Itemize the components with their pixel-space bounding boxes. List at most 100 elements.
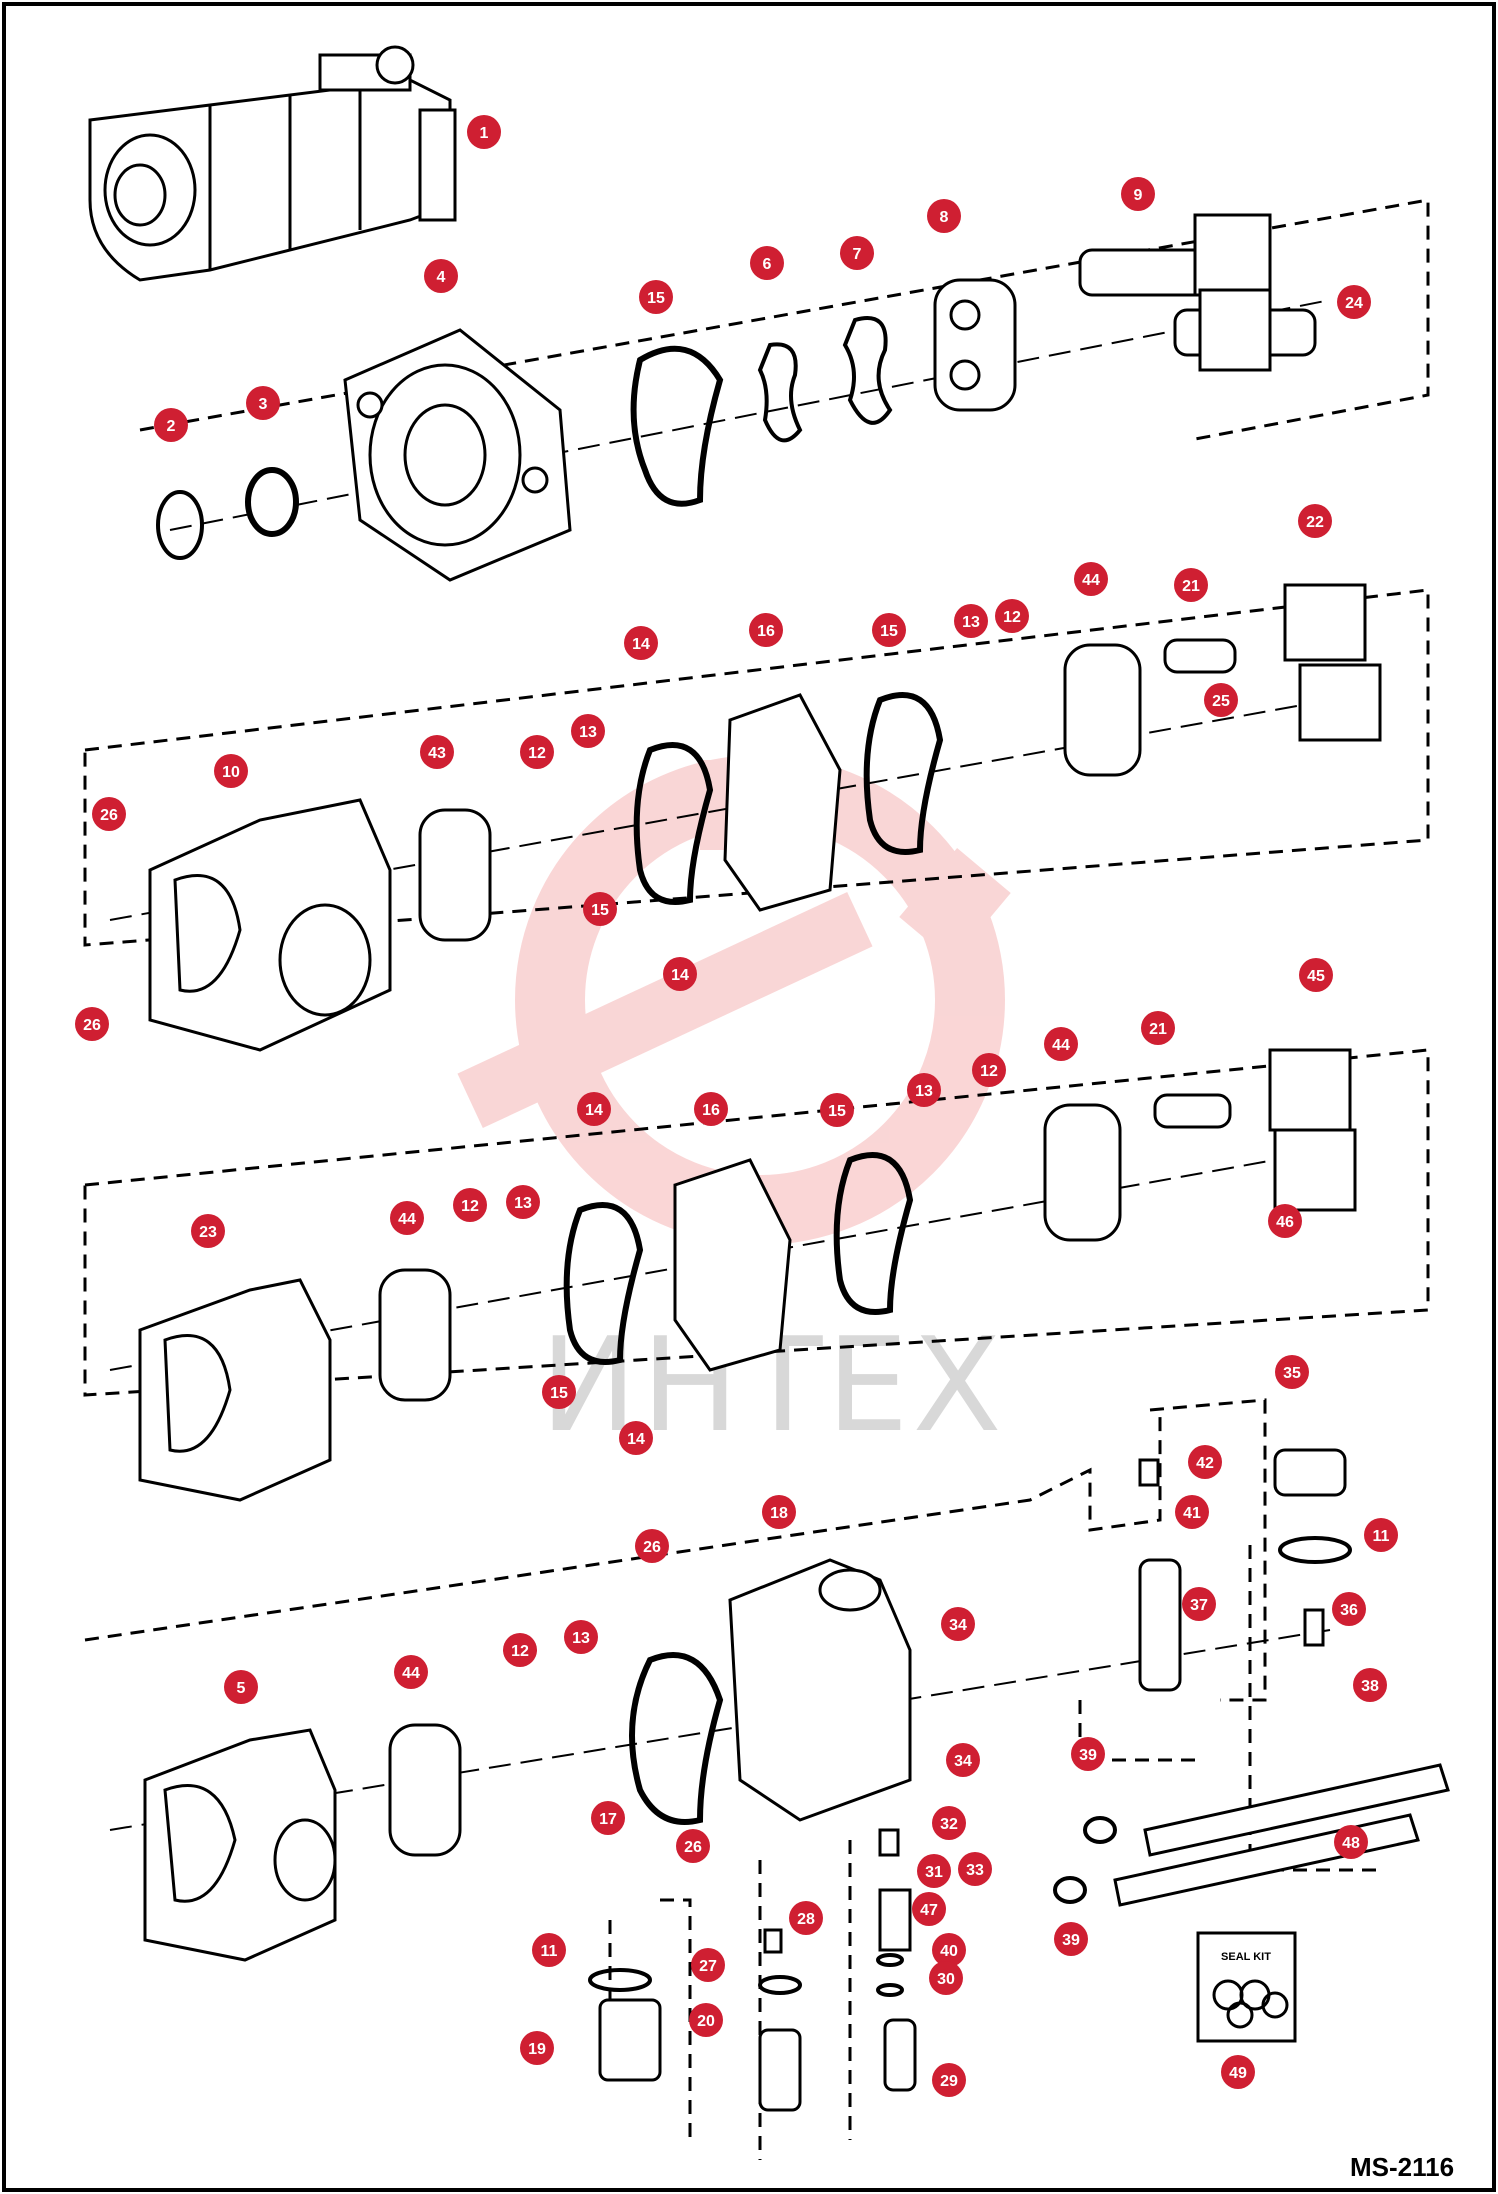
callout-badge: 30 [929,1961,963,1995]
relief-valve-parts-drawing [598,1448,1347,2112]
callout-badge: 20 [689,2003,723,2037]
callout-number: 31 [925,1864,943,1881]
callout-number: 14 [585,1102,603,1119]
callout-badge-circle [467,115,501,149]
callout-badge: 12 [995,599,1029,633]
callout-badge-circle [520,2031,554,2065]
callout-badge: 13 [954,604,988,638]
callout-badge: 1 [467,115,501,149]
callout-number: 22 [1306,514,1324,531]
callout-badge: 3 [246,386,280,420]
callout-number: 10 [222,764,240,781]
callout-badge-circle [542,1375,576,1409]
callout-badge-circle [995,599,1029,633]
callout-badge: 49 [1221,2055,1255,2089]
callout-badge: 14 [577,1092,611,1126]
callout-badge: 21 [1141,1011,1175,1045]
callout-badge-circle [1174,568,1208,602]
drawing-code: MS-2116 [1350,2152,1454,2182]
callout-number: 30 [937,1971,955,1988]
callout-number: 44 [398,1211,416,1228]
callout-number: 41 [1183,1505,1201,1522]
callout-badge: 4 [424,259,458,293]
callout-badge: 7 [840,236,874,270]
callout-number: 21 [1182,578,1200,595]
callout-badge-circle [1268,1204,1302,1238]
callout-number: 39 [1062,1932,1080,1949]
callout-badge: 12 [520,735,554,769]
callout-number: 26 [643,1539,661,1556]
callout-number: 23 [199,1224,217,1241]
callout-badge-circle [92,797,126,831]
callout-badge: 43 [420,735,454,769]
callout-badge: 34 [941,1607,975,1641]
callout-number: 12 [511,1643,529,1660]
callout-number: 11 [1373,1528,1390,1545]
middle-gaskets-drawing [563,692,944,1825]
callout-number: 13 [572,1630,590,1647]
callout-badge-circle [591,1801,625,1835]
callout-badge-circle [907,1073,941,1107]
callout-badge-circle [927,199,961,233]
callout-number: 26 [100,807,118,824]
drive-gear-drawing [1078,213,1317,372]
callout-badge: 14 [624,626,658,660]
callout-badge: 12 [453,1188,487,1222]
callout-badge-circle [564,1620,598,1654]
callout-badge: 32 [932,1806,966,1840]
callout-badge: 11 [532,1933,566,1967]
callout-badge: 13 [564,1620,598,1654]
callout-badge: 39 [1071,1737,1105,1771]
callout-number: 43 [428,745,446,762]
callout-badge-circle [932,2063,966,2097]
callout-number: 34 [949,1617,967,1634]
pump-body-second-drawing [138,1278,332,1502]
callout-number: 1 [480,125,489,142]
callout-badge: 13 [907,1073,941,1107]
callout-badge-circle [1054,1922,1088,1956]
callout-number: 18 [770,1505,788,1522]
callout-badge: 9 [1121,177,1155,211]
callout-number: 15 [591,902,609,919]
callout-badge: 17 [591,1801,625,1835]
pump-body-rear-drawing [143,1728,337,1962]
bearing-blocks-drawing [378,643,1142,1857]
callout-number: 13 [514,1195,532,1212]
callout-number: 32 [940,1816,958,1833]
callout-badge: 33 [958,1852,992,1886]
mounting-flange-drawing [343,328,572,582]
callout-badge: 23 [191,1214,225,1248]
callout-badge: 37 [1182,1587,1216,1621]
callout-badge-circle [390,1201,424,1235]
callout-badge-circle [917,1854,951,1888]
callout-badge: 14 [663,957,697,991]
callout-number: 13 [915,1083,933,1100]
callout-badge: 22 [1298,504,1332,538]
callout-badge-circle [583,892,617,926]
callout-badge-circle [929,1961,963,1995]
callout-number: 44 [1052,1037,1070,1054]
callout-badge-circle [789,1901,823,1935]
callout-number: 42 [1196,1455,1214,1472]
callout-badge: 31 [917,1854,951,1888]
callout-badge-circle [1332,1592,1366,1626]
callout-number: 47 [920,1902,938,1919]
snap-ring-drawing [156,490,204,560]
callout-badge: 18 [762,1495,796,1529]
valve-body-drawing [728,1558,912,1822]
callout-badge-circle [912,1892,946,1926]
callout-number: 20 [697,2013,715,2030]
callout-badge-circle [246,386,280,420]
gasket-drawing [630,345,724,507]
callout-number: 16 [702,1102,720,1119]
callout-badge-circle [954,604,988,638]
callout-number: 29 [940,2073,958,2090]
callout-badge: 39 [1054,1922,1088,1956]
callout-badge: 21 [1174,568,1208,602]
callout-badge-circle [424,259,458,293]
callout-badge-circle [689,2003,723,2037]
callout-number: 6 [763,256,772,273]
callout-number: 16 [757,623,775,640]
callout-badge-circle [420,735,454,769]
